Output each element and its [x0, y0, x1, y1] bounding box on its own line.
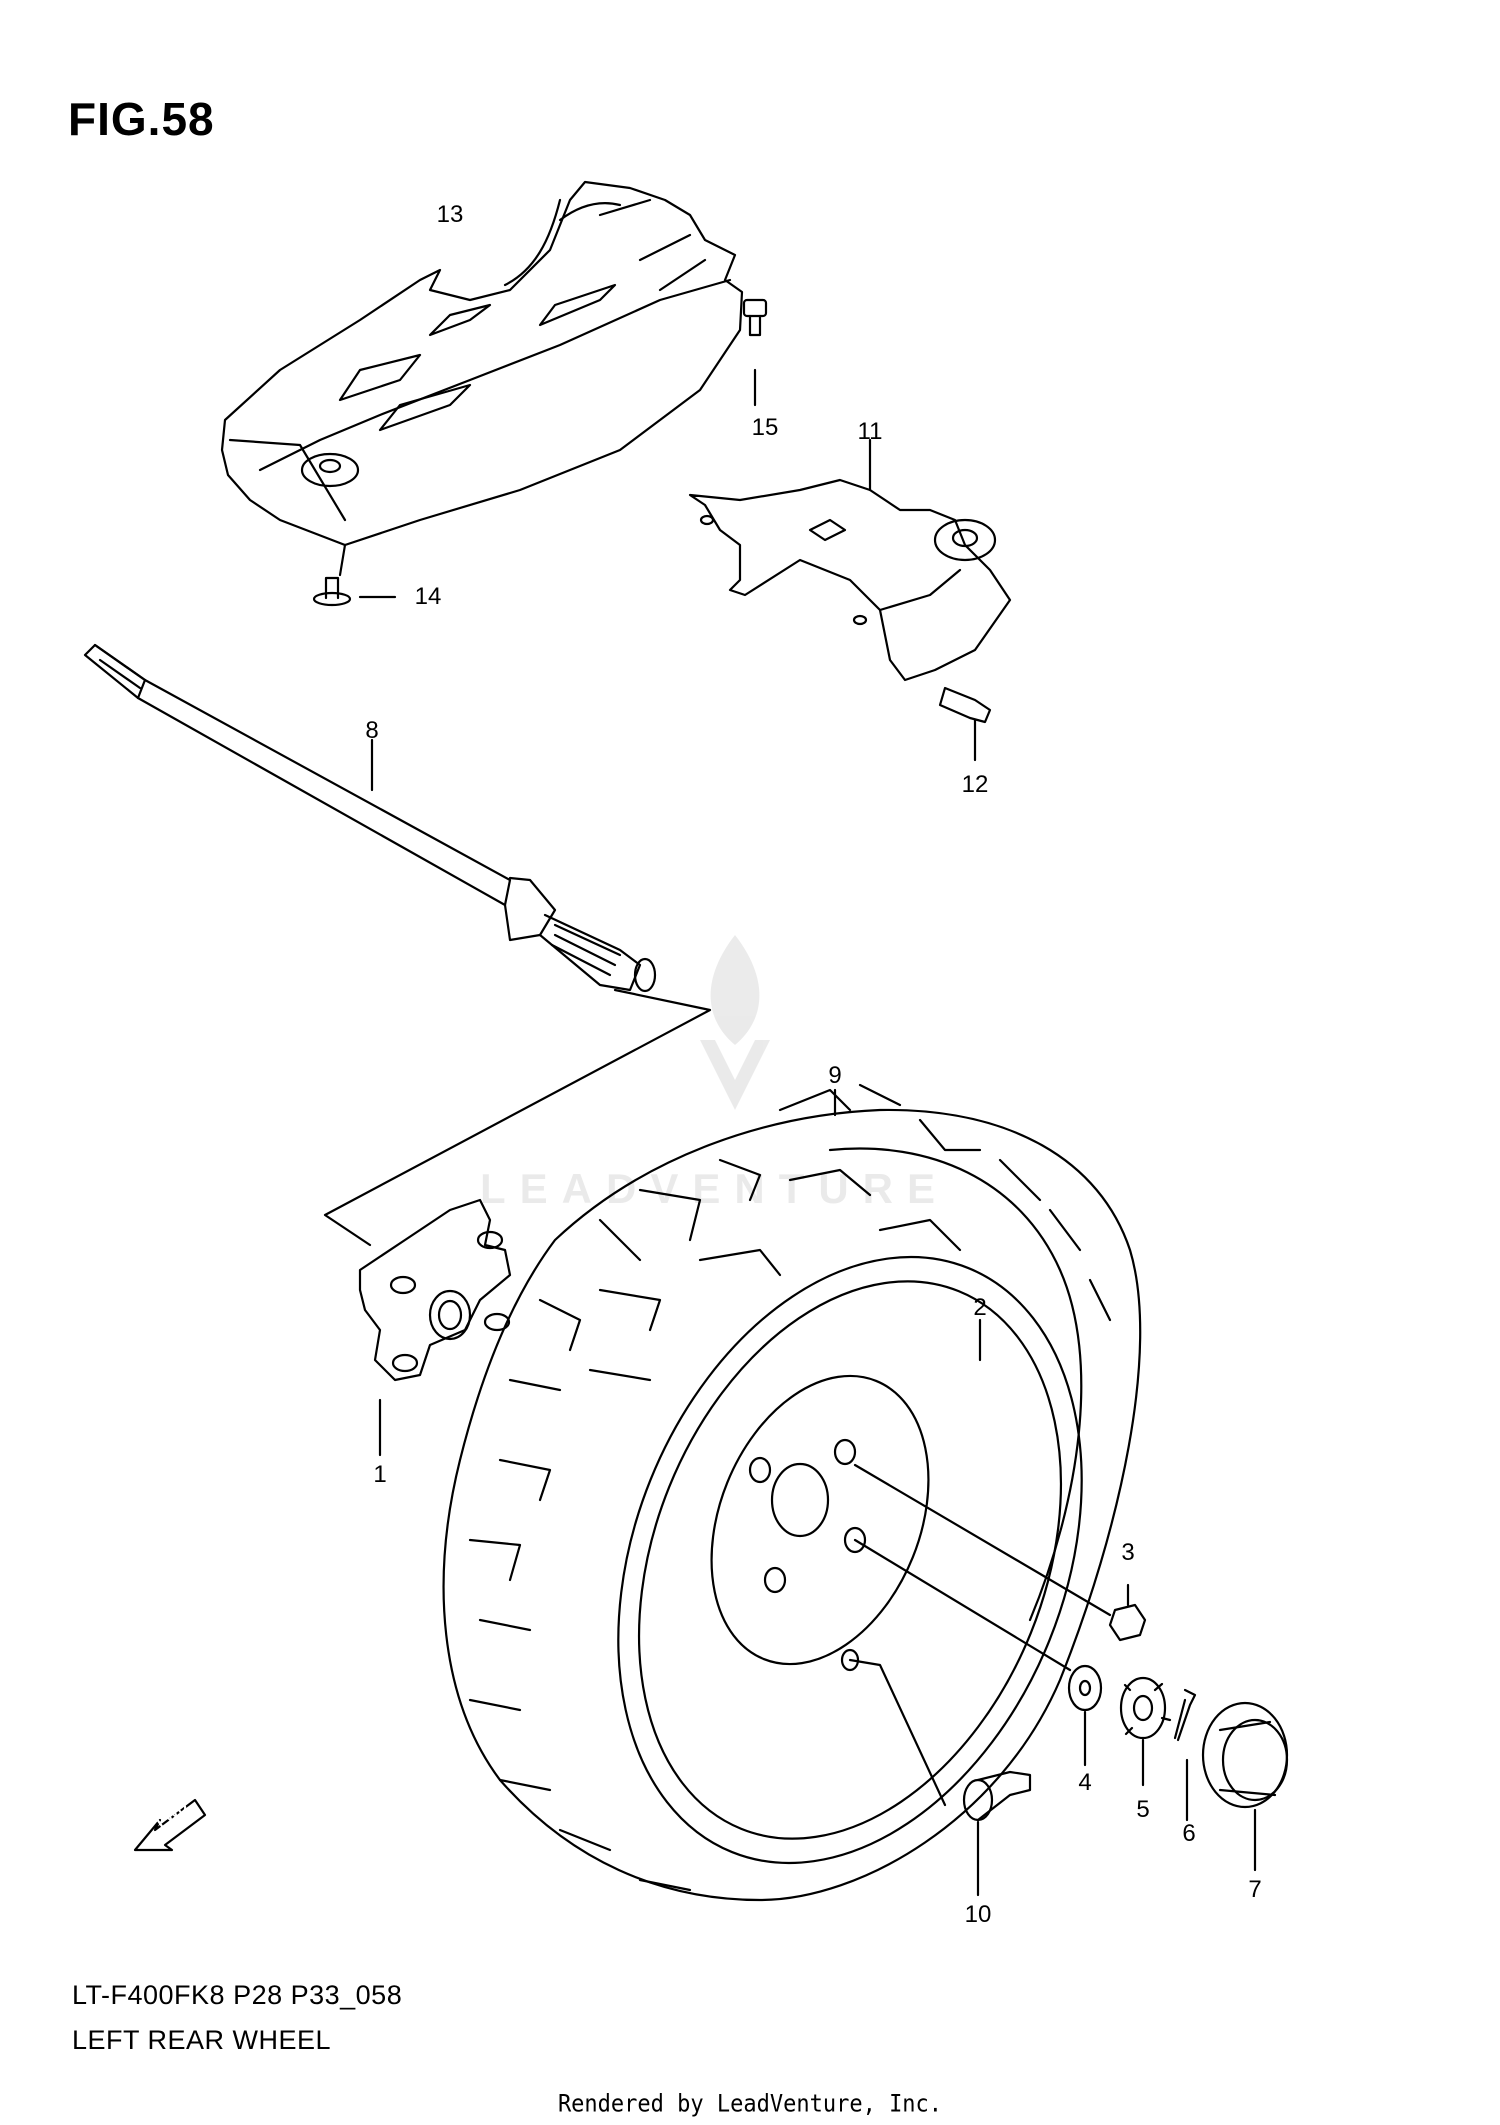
hub-cap-part-7 — [1201, 1701, 1289, 1872]
washer-part-4 — [853, 1538, 1103, 1767]
figure-name: LEFT REAR WHEEL — [72, 2025, 332, 2055]
axle-shaft-part-8 — [83, 643, 712, 1247]
bracket-part-11 — [688, 438, 1012, 682]
bolt-part-14 — [312, 543, 397, 607]
callout-4: 4 — [1078, 1769, 1092, 1796]
callout-7: 7 — [1248, 1876, 1262, 1903]
figure-title: FIG.58 — [68, 93, 215, 145]
cotter-pin-part-6 — [1173, 1688, 1197, 1822]
callout-2: 2 — [973, 1294, 987, 1321]
callout-15: 15 — [751, 414, 779, 441]
callout-8: 8 — [365, 717, 379, 744]
bolt-part-12 — [938, 686, 992, 762]
forward-arrow-icon — [133, 1798, 207, 1852]
callout-10: 10 — [964, 1901, 992, 1928]
render-credit: Rendered by LeadVenture, Inc. — [557, 2090, 943, 2119]
skid-plate-part-13 — [220, 180, 744, 547]
valve-stem-part-10 — [848, 1658, 1032, 1897]
tire-part-9 — [442, 1083, 1142, 1902]
watermark-logo — [700, 935, 770, 1110]
watermark-text: LEADVENTURE — [480, 1165, 950, 1212]
callout-11: 11 — [857, 418, 883, 445]
hub-part-1 — [358, 1198, 512, 1457]
callout-13: 13 — [436, 201, 464, 228]
callout-9: 9 — [828, 1062, 842, 1089]
callout-3: 3 — [1121, 1539, 1135, 1566]
callout-1: 1 — [373, 1461, 387, 1488]
callout-12: 12 — [961, 771, 989, 798]
bolt-part-15 — [742, 298, 768, 407]
callout-5: 5 — [1136, 1796, 1150, 1823]
callout-6: 6 — [1182, 1820, 1196, 1847]
model-code: LT-F400FK8 P28 P33_058 — [72, 1980, 403, 2010]
nut-part-3 — [853, 1463, 1147, 1642]
callout-14: 14 — [414, 583, 442, 610]
rim-part-2 — [617, 1255, 1083, 1865]
castle-nut-part-5 — [1119, 1676, 1172, 1787]
